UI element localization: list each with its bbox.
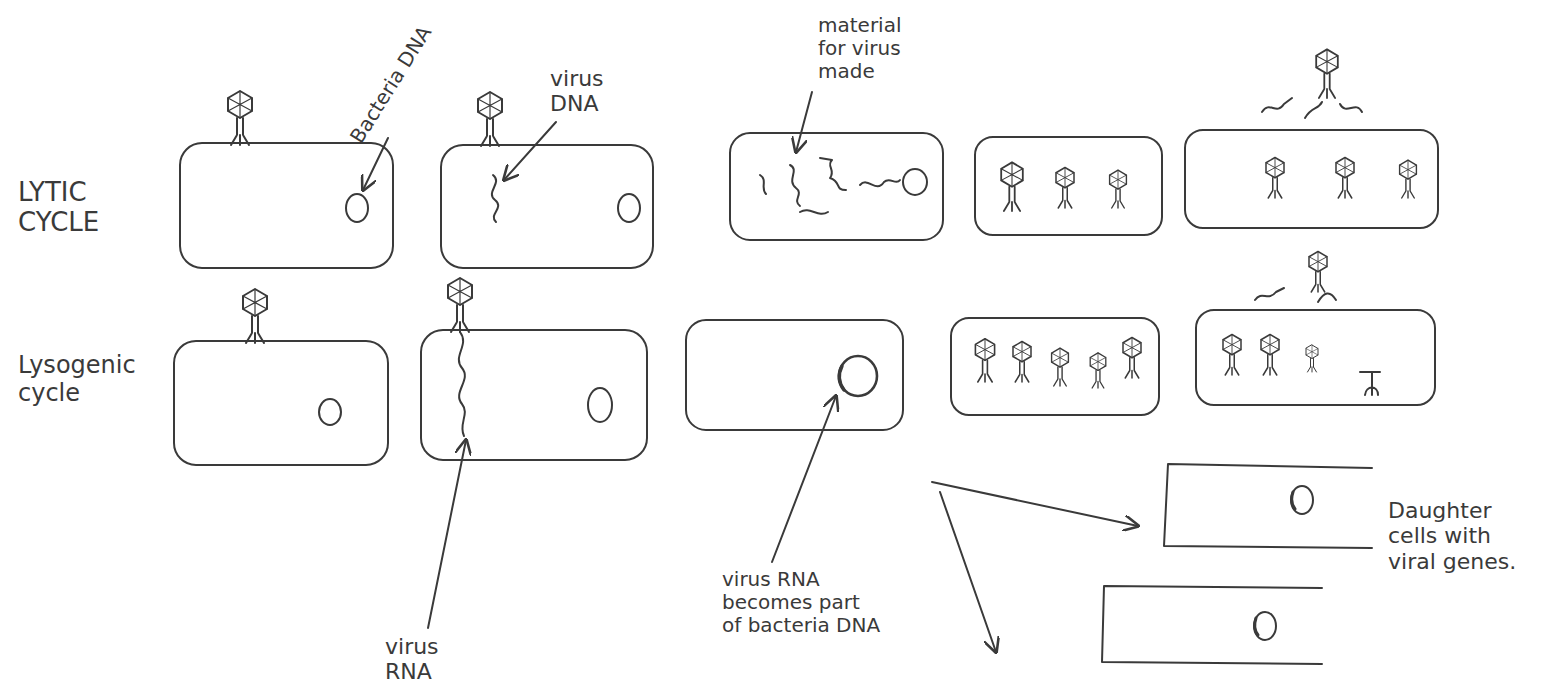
viral-rna — [459, 332, 465, 436]
leader-line — [772, 396, 836, 562]
phage — [1110, 170, 1127, 208]
phage — [1309, 252, 1327, 293]
daughter-cell — [1164, 464, 1372, 548]
bacterial-dna — [618, 194, 640, 222]
bacterium-cell — [174, 341, 388, 465]
integrated-viral-dna — [839, 366, 844, 390]
viral-fragment — [1305, 102, 1362, 118]
row-label: Lysogenic cycle — [18, 352, 158, 407]
bacterial-dna — [839, 356, 877, 396]
division-arrow — [932, 482, 1138, 526]
phage — [975, 339, 994, 382]
viral-material — [800, 210, 828, 213]
callout-label: virus DNA — [550, 66, 630, 117]
callout-label: Bacteria DNA — [346, 0, 450, 147]
viral-dna — [492, 175, 498, 222]
viral-material — [860, 180, 900, 186]
bacterial-dna — [346, 194, 368, 222]
phage — [1052, 348, 1069, 386]
callout-label: material for virus made — [818, 14, 928, 83]
integrated-viral-dna — [1255, 618, 1258, 635]
bacterium-cell — [975, 137, 1162, 235]
bacterium-cell — [951, 318, 1159, 415]
note-label: Daughter cells with viral genes. — [1388, 498, 1538, 574]
phage — [1261, 335, 1279, 376]
bacterial-dna — [319, 399, 341, 425]
phage — [1123, 338, 1141, 379]
viral-fragment — [1262, 98, 1292, 112]
phage — [478, 92, 502, 146]
phage — [1090, 353, 1106, 388]
phage — [1306, 345, 1318, 372]
bacterium-cell — [441, 145, 653, 268]
bacterium-cell — [686, 320, 903, 430]
phage — [243, 289, 267, 343]
phage — [1013, 342, 1031, 383]
viral-fragment — [1318, 293, 1336, 302]
leader-line — [796, 92, 812, 152]
division-arrow — [940, 492, 996, 652]
phage — [448, 278, 472, 332]
phage — [1056, 168, 1074, 209]
phage — [1400, 160, 1417, 198]
callout-label: virus RNA — [385, 634, 475, 685]
phage — [1266, 158, 1284, 199]
viral-material — [760, 175, 766, 194]
leader-line — [428, 440, 466, 628]
bacterium-cell — [1185, 130, 1438, 228]
row-label: LYTIC CYCLE — [18, 178, 128, 238]
callout-label: virus RNA becomes part of bacteria DNA — [722, 568, 882, 637]
phage — [1336, 158, 1354, 199]
phage — [228, 91, 252, 145]
phage — [1223, 335, 1241, 376]
phage — [1001, 162, 1023, 211]
bacterium-cell — [180, 143, 393, 268]
leader-line — [504, 122, 556, 180]
bacterial-dna — [588, 388, 612, 422]
bacterial-dna — [1254, 612, 1276, 640]
bacterial-dna — [903, 169, 927, 195]
viral-material — [790, 165, 800, 206]
viral-fragment — [1360, 372, 1380, 395]
viral-material — [820, 158, 846, 190]
bacterium-cell — [1196, 310, 1435, 405]
bacterial-dna — [1291, 486, 1313, 514]
viral-fragment — [1255, 288, 1284, 300]
integrated-viral-dna — [1292, 492, 1295, 509]
phage — [1316, 49, 1338, 98]
bacterium-cell — [421, 330, 647, 460]
bacterium-cell — [730, 133, 943, 240]
daughter-cell — [1102, 586, 1322, 664]
leader-line — [363, 138, 388, 190]
